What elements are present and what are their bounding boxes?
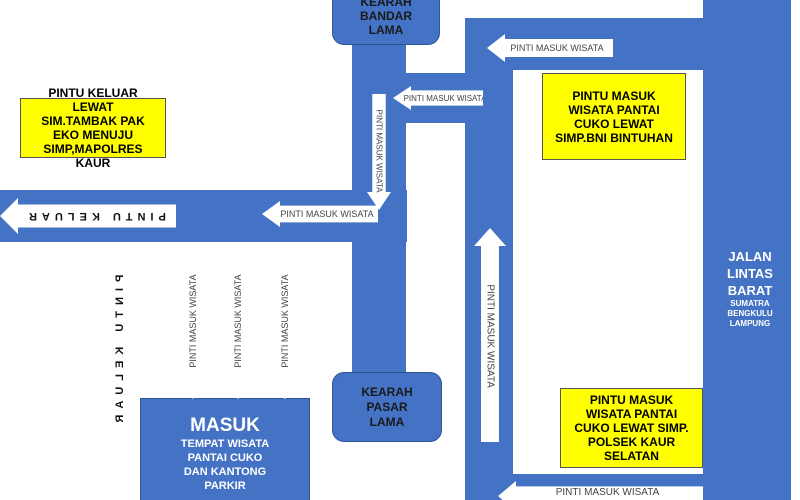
note-entry-polsek: PINTU MASUK WISATA PANTAI CUKO LEWAT SIM… (560, 388, 703, 468)
note-exit-left: PINTU KELUAR LEWAT SIM.TAMBAK PAK EKO ME… (20, 86, 166, 170)
entry-arrow-masuk-1: PINTI MASUK WISATA (176, 244, 210, 399)
road-jalan-lintas-barat (703, 0, 791, 500)
arrow-label: PINTI MASUK WISATA (484, 284, 496, 388)
arrow-label: PINTU KELUAR (114, 274, 126, 429)
bandar-lama-box: KEARAH BANDAR LAMA (332, 0, 440, 45)
jalan-sub: SUMATRA (730, 299, 770, 308)
bandar-lama-line: LAMA (368, 22, 404, 37)
jalan-sub: LAMPUNG (729, 319, 771, 328)
arrow-label: PINTI MASUK WISATA (403, 93, 487, 103)
pasar-lama-line: PASAR (366, 399, 408, 414)
entry-arrow-masuk-2: PINTI MASUK WISATA (221, 244, 255, 399)
arrow-label: PINTI MASUK WISATA (555, 487, 660, 498)
exit-arrow-up: PINTU KELUAR (103, 244, 137, 458)
masuk-line: PANTAI CUKO (187, 452, 263, 464)
arrow-label: PINTI MASUK WISATA (510, 43, 604, 53)
arrow-label: PINTI MASUK WISATA (280, 209, 374, 219)
note-entry-bni: PINTU MASUK WISATA PANTAI CUKO LEWAT SIM… (542, 73, 686, 160)
bandar-lama-line: BANDAR (360, 8, 412, 23)
jalan-lintas-barat-label: JALAN LINTAS BARAT SUMATRA BENGKULU LAMP… (712, 248, 788, 329)
bandar-lama-line: KEARAH (360, 0, 412, 9)
masuk-line: DAN KANTONG (183, 466, 267, 478)
entry-arrow-masuk-3: PINTI MASUK WISATA (266, 244, 304, 399)
pasar-lama-line: KEARAH (361, 384, 413, 399)
jalan-line: LINTAS (727, 266, 773, 281)
arrow-label: PINTU KELUAR (24, 210, 166, 222)
jalan-line: JALAN (728, 249, 772, 264)
pasar-lama-line: LAMA (369, 414, 405, 429)
masuk-line: TEMPAT WISATA (180, 438, 270, 450)
masuk-line: PARKIR (204, 480, 246, 492)
arrow-label: PINTI MASUK WISATA (188, 273, 198, 368)
jalan-line: BARAT (727, 283, 773, 298)
arrow-label: PINTI MASUK WISATA (280, 273, 290, 368)
masuk-title: MASUK (190, 415, 260, 436)
jalan-sub: BENGKULU (727, 309, 773, 318)
pasar-lama-box: KEARAH PASAR LAMA (332, 372, 442, 442)
arrow-label: PINTI MASUK WISATA (374, 109, 384, 193)
arrow-label: PINTI MASUK WISATA (233, 273, 243, 368)
masuk-box: MASUK TEMPAT WISATA PANTAI CUKO DAN KANT… (140, 398, 310, 500)
